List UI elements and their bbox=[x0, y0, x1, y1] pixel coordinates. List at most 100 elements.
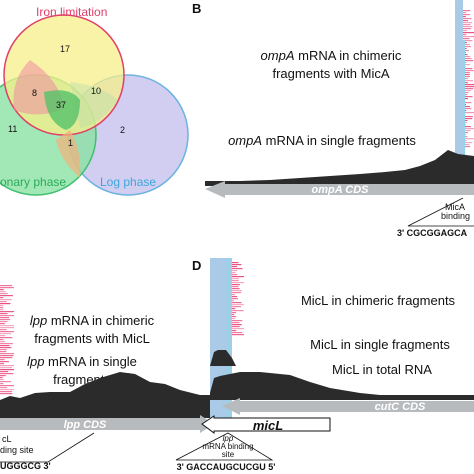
read-line bbox=[0, 309, 4, 311]
read-line bbox=[463, 12, 467, 14]
venn-count-all: 37 bbox=[56, 100, 66, 110]
read-line bbox=[232, 266, 238, 268]
read-line bbox=[0, 363, 5, 365]
read-line bbox=[0, 287, 14, 289]
read-line bbox=[463, 28, 472, 30]
sequence-d: 3' GACCAUGCUCGU 5' bbox=[177, 462, 276, 472]
binding-label-c-line2: ding site bbox=[0, 445, 34, 455]
read-line bbox=[232, 322, 240, 324]
read-line bbox=[463, 64, 470, 66]
read-line bbox=[0, 291, 6, 293]
read-line bbox=[0, 327, 14, 329]
read-line bbox=[0, 379, 4, 381]
panel-b: B ompA mRNA in chimeric fragments with M… bbox=[192, 0, 474, 238]
read-line bbox=[232, 268, 243, 270]
read-line bbox=[0, 311, 14, 313]
read-line bbox=[463, 90, 472, 92]
read-line bbox=[232, 276, 244, 278]
read-line bbox=[0, 337, 13, 339]
read-line bbox=[463, 54, 468, 56]
read-line bbox=[463, 76, 470, 78]
chimeric-reads-d bbox=[232, 262, 244, 336]
venn-overlap-iron-log bbox=[70, 82, 118, 128]
read-line bbox=[463, 92, 469, 94]
read-line bbox=[0, 329, 7, 331]
read-line bbox=[463, 86, 474, 88]
read-line bbox=[463, 44, 470, 46]
coverage-single-d bbox=[210, 350, 236, 366]
read-line bbox=[0, 361, 9, 363]
read-line bbox=[0, 325, 14, 327]
read-line bbox=[0, 285, 13, 287]
read-line bbox=[232, 302, 242, 304]
read-line bbox=[0, 381, 12, 383]
read-line bbox=[232, 288, 240, 290]
read-line bbox=[232, 306, 242, 308]
read-line bbox=[0, 367, 12, 369]
read-line bbox=[232, 272, 236, 274]
read-line bbox=[0, 293, 8, 295]
read-line bbox=[232, 328, 244, 330]
read-line bbox=[463, 96, 473, 98]
chimeric-label-c: lpp mRNA in chimeric bbox=[30, 313, 155, 328]
read-line bbox=[463, 88, 474, 90]
read-line bbox=[0, 393, 13, 395]
read-line bbox=[0, 369, 14, 371]
cds-arrow-b bbox=[205, 181, 474, 198]
total-label-d: MicL in total RNA bbox=[332, 362, 432, 377]
gene-label-d: micL bbox=[253, 418, 283, 433]
binding-callout-c bbox=[0, 432, 95, 463]
chimeric-label-d: MicL in chimeric fragments bbox=[301, 293, 456, 308]
read-line bbox=[463, 14, 470, 16]
venn-count-iron-stationary: 8 bbox=[32, 88, 37, 98]
chimeric-label-c-line2: fragments with MicL bbox=[34, 331, 150, 346]
read-line bbox=[0, 385, 14, 387]
read-line bbox=[232, 316, 237, 318]
coverage-track-c bbox=[0, 372, 210, 418]
venn-count-iron-log: 10 bbox=[91, 86, 101, 96]
read-line bbox=[232, 312, 237, 314]
read-line bbox=[0, 289, 4, 291]
read-line bbox=[463, 60, 474, 62]
read-line bbox=[232, 314, 235, 316]
read-line bbox=[463, 50, 469, 52]
read-line bbox=[0, 299, 12, 301]
read-line bbox=[463, 32, 474, 34]
read-line bbox=[232, 326, 240, 328]
read-line bbox=[0, 389, 14, 391]
read-line bbox=[232, 310, 244, 312]
read-line bbox=[0, 359, 5, 361]
read-line bbox=[463, 98, 468, 100]
coverage-track-b bbox=[205, 150, 474, 186]
single-label-d: MicL in single fragments bbox=[310, 337, 450, 352]
read-line bbox=[232, 270, 238, 272]
read-line bbox=[232, 318, 235, 320]
single-label-b: ompA mRNA in single fragments bbox=[228, 133, 416, 148]
read-line bbox=[463, 20, 469, 22]
read-line bbox=[0, 339, 4, 341]
read-line bbox=[463, 36, 474, 38]
read-line bbox=[463, 144, 470, 146]
read-line bbox=[0, 313, 8, 315]
chimeric-label-b-line2: fragments with MicA bbox=[272, 66, 389, 81]
read-line bbox=[463, 108, 472, 110]
panel-label-b: B bbox=[192, 1, 201, 16]
read-line bbox=[0, 307, 4, 309]
read-line bbox=[0, 295, 14, 297]
read-line bbox=[463, 80, 474, 82]
binding-callout-d bbox=[175, 432, 274, 461]
read-line bbox=[463, 56, 471, 58]
chimeric-label-b: ompA mRNA in chimeric bbox=[261, 48, 402, 63]
binding-callout-b bbox=[407, 197, 474, 227]
read-line bbox=[0, 297, 4, 299]
chimeric-reads-c bbox=[0, 285, 14, 395]
read-line bbox=[463, 126, 471, 128]
read-line bbox=[463, 30, 467, 32]
read-line bbox=[463, 24, 471, 26]
venn-label-iron: Iron limitation bbox=[36, 5, 107, 19]
binding-label-d-line3: site bbox=[222, 450, 235, 459]
read-line bbox=[0, 343, 13, 345]
read-line bbox=[463, 26, 473, 28]
read-line bbox=[0, 371, 9, 373]
